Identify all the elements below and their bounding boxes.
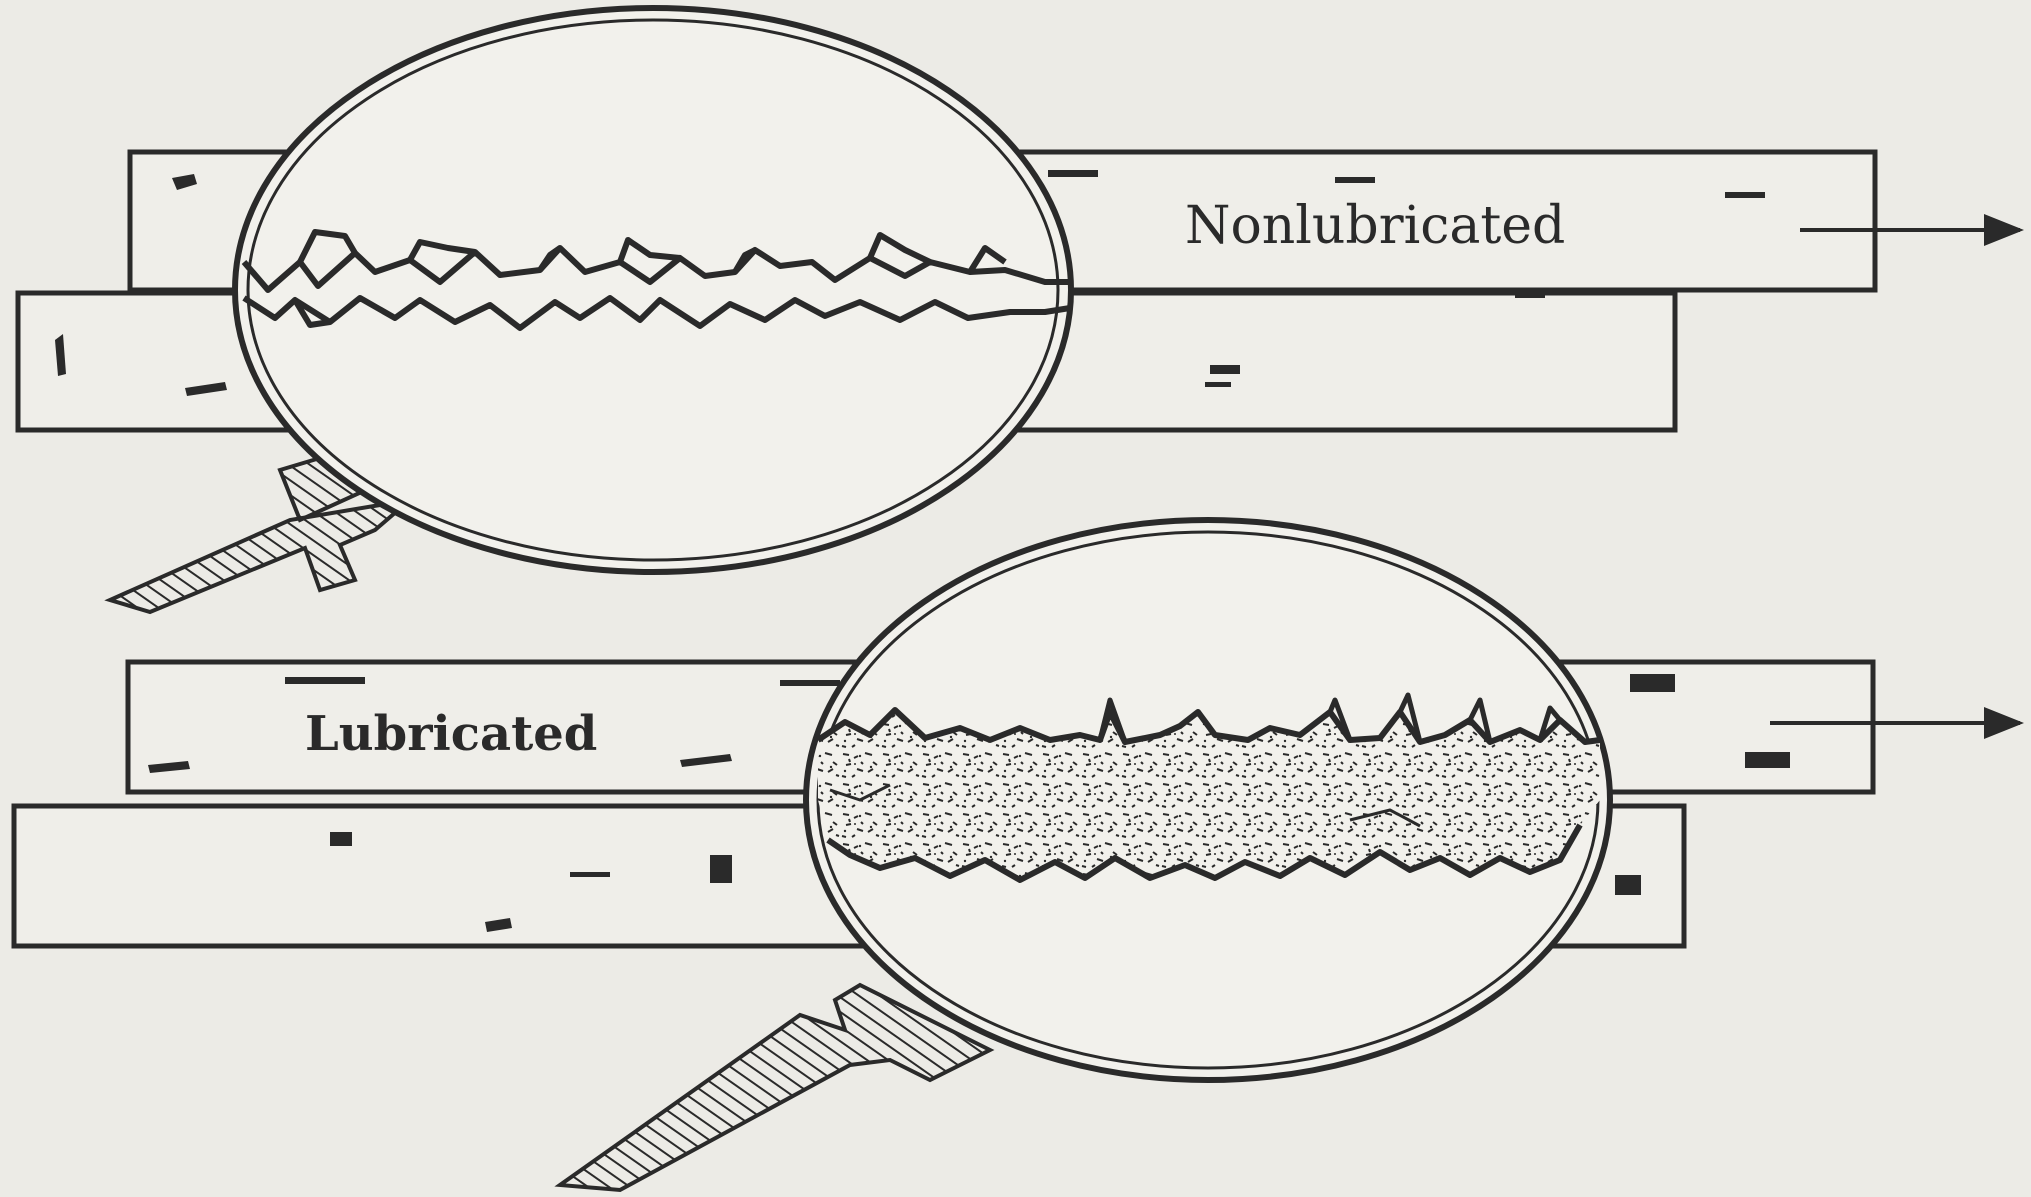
nonlubricated-label: Nonlubricated: [1185, 196, 1565, 256]
lubricated-label: Lubricated: [305, 706, 597, 762]
nonlubricated-panel: Nonlubricated: [18, 8, 2020, 612]
magnifier-lens-top: [235, 8, 1071, 572]
lubricated-panel: Lubricated: [14, 520, 2020, 1190]
magnifier-handle-bottom: [560, 985, 990, 1190]
